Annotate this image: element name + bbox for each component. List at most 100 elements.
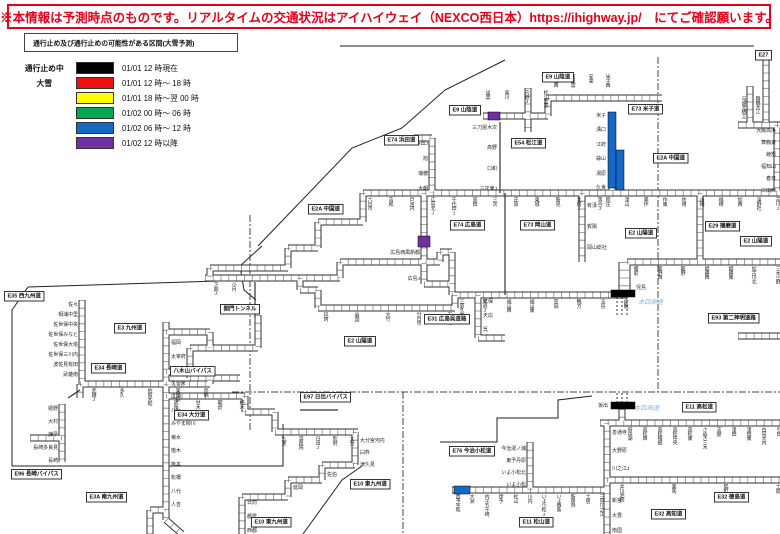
highway-label-hiroshima: E74 広島道: [450, 220, 485, 231]
station-label: さぬき三木: [701, 427, 708, 449]
station-label: 大飯高浜: [756, 127, 776, 133]
highway-label-kochi32: E32 高知道: [651, 509, 686, 520]
station-label: 姫路東: [727, 266, 734, 280]
station-label: 川内: [527, 494, 533, 503]
station-label: 高松西: [641, 427, 648, 441]
station-label: 岡山総社: [587, 244, 607, 250]
station-label: 高松檀紙: [656, 427, 663, 445]
station-label: 笠岡: [552, 299, 559, 308]
station-label: 杷木: [239, 400, 245, 409]
station-label: 脇町: [723, 484, 729, 493]
legend-row: 01/01 18 時～翌 00 時: [24, 90, 220, 105]
station-label: 松山: [512, 494, 519, 503]
station-label: 諫早: [48, 431, 58, 437]
station-label: 大竹: [385, 312, 391, 321]
station-label: 吉和: [387, 197, 394, 206]
map-title: 通行止め及び通行止めの可能性がある区間(大雪予測): [33, 39, 195, 47]
station-label: 広島J: [407, 275, 420, 281]
closure-segment-yonago_b: [615, 149, 625, 191]
station-label: 岩国: [354, 312, 360, 321]
station-label: 舞鶴大江: [755, 96, 761, 114]
legend-row: 01/02 00 時～ 06 時: [24, 105, 220, 120]
station-label: 新宮: [612, 497, 622, 503]
station-label: 相浦中里: [58, 311, 78, 317]
highway-label-tokushima32: E32 徳島道: [714, 492, 749, 503]
station-label: 九重: [281, 436, 287, 445]
station-label: 臼杵: [360, 449, 370, 455]
station-label: 出雲: [485, 90, 491, 99]
station-label: 坂出: [598, 402, 608, 408]
station-label: 鴨方: [576, 299, 582, 308]
station-label: 六日市: [367, 197, 373, 211]
station-label: 大分: [349, 436, 355, 445]
station-label: 有漢: [587, 202, 597, 208]
station-label: 小月: [231, 282, 237, 291]
notice-banner-text: ※本情報は予測時点のものです。リアルタイムの交通状況はアイハイウェイ（NEXCO…: [0, 11, 778, 25]
station-label: 吉川J: [775, 197, 780, 211]
highway-label-shinmei: E93 第二神明道路: [708, 313, 760, 324]
station-label: いよ小松北: [501, 469, 526, 475]
station-label: 津久見: [360, 461, 375, 467]
station-label: 長崎: [48, 457, 58, 463]
station-label: 福知山: [761, 163, 776, 169]
station-label: 福崎: [718, 197, 724, 206]
legend-swatch: [76, 136, 114, 149]
station-label: 米子西: [605, 74, 611, 88]
station-label: 津山: [623, 197, 630, 206]
highway-label-nagasaki34: E34 長崎道: [91, 363, 126, 374]
station-label: 瑞穂: [418, 170, 428, 176]
notice-banner: ※本情報は予測時点のものです。リアルタイムの交通状況はアイハイウェイ（NEXCO…: [0, 4, 778, 29]
station-label: 湯原: [596, 170, 606, 176]
station-label: 松橋: [171, 474, 181, 480]
highway-label-imabari76: E76 今治小松道: [449, 446, 495, 457]
legend-swatch: [76, 61, 114, 74]
station-label: 高松東: [686, 427, 693, 441]
station-label: 今治湯ノ浦: [501, 445, 526, 451]
station-label: 千代田J: [450, 197, 457, 216]
legend-swatch: [76, 106, 114, 119]
legend-swatch: [76, 121, 114, 134]
station-label: 人吉: [171, 501, 181, 507]
highway-label-matsuyama11: E11 松山道: [519, 517, 554, 528]
highway-label-nishikyushu: E35 西九州道: [4, 291, 45, 302]
station-label: 広川: [171, 393, 181, 399]
station-label: 山崎: [699, 197, 705, 206]
highway-label-okayama: E73 岡山道: [520, 220, 555, 231]
station-label: 佐世保みなと: [48, 331, 78, 337]
station-label: 三田西: [761, 187, 776, 193]
station-label: 新居浜: [570, 494, 576, 508]
station-label: 湯布院: [298, 436, 304, 450]
station-label: 米子: [596, 112, 606, 118]
station-label: 長崎多良見: [33, 444, 58, 450]
station-label: 都農: [247, 514, 257, 519]
station-label: 朝倉: [217, 400, 223, 409]
station-label: 大洲: [469, 494, 475, 503]
highway-label-e27: E27: [755, 50, 772, 61]
station-label: 多久: [119, 388, 125, 397]
map-title-box: 通行止め及び通行止めの可能性がある区間(大雪予測) 01 月 01 日 12 時…: [24, 33, 238, 52]
station-label: 東脊振: [175, 388, 181, 402]
station-label: 与謝天橋立: [741, 96, 747, 118]
highway-label-higashi2: E10 東九州道: [251, 517, 292, 528]
highway-label-harima: E29 播磨道: [705, 221, 740, 232]
station-label: 大豊: [612, 512, 622, 518]
highway-label-yonago: E73 米子道: [628, 104, 663, 115]
legend-time-label: 01/01 18 時～翌 00 時: [122, 94, 199, 104]
station-label: 引田: [776, 427, 780, 436]
station-label: 植木: [171, 447, 181, 453]
highway-label-matsue: E54 松江道: [511, 138, 546, 149]
station-label: 井川池田: [619, 484, 625, 502]
closure-segment-seiyo_uwa: [453, 485, 471, 495]
station-label: 旭: [423, 155, 428, 161]
station-label: 佐世保三川内: [48, 351, 78, 357]
station-label: 尾道J: [482, 299, 488, 313]
station-label: いよ小松J: [541, 494, 547, 517]
station-label: 綾部: [766, 151, 776, 157]
station-label: 春日: [766, 175, 776, 181]
station-label: 福岡: [171, 339, 181, 345]
station-label: 津田: [731, 427, 737, 436]
station-label: 三刀屋木次: [472, 124, 497, 130]
station-label: 波佐見有田: [53, 361, 78, 367]
